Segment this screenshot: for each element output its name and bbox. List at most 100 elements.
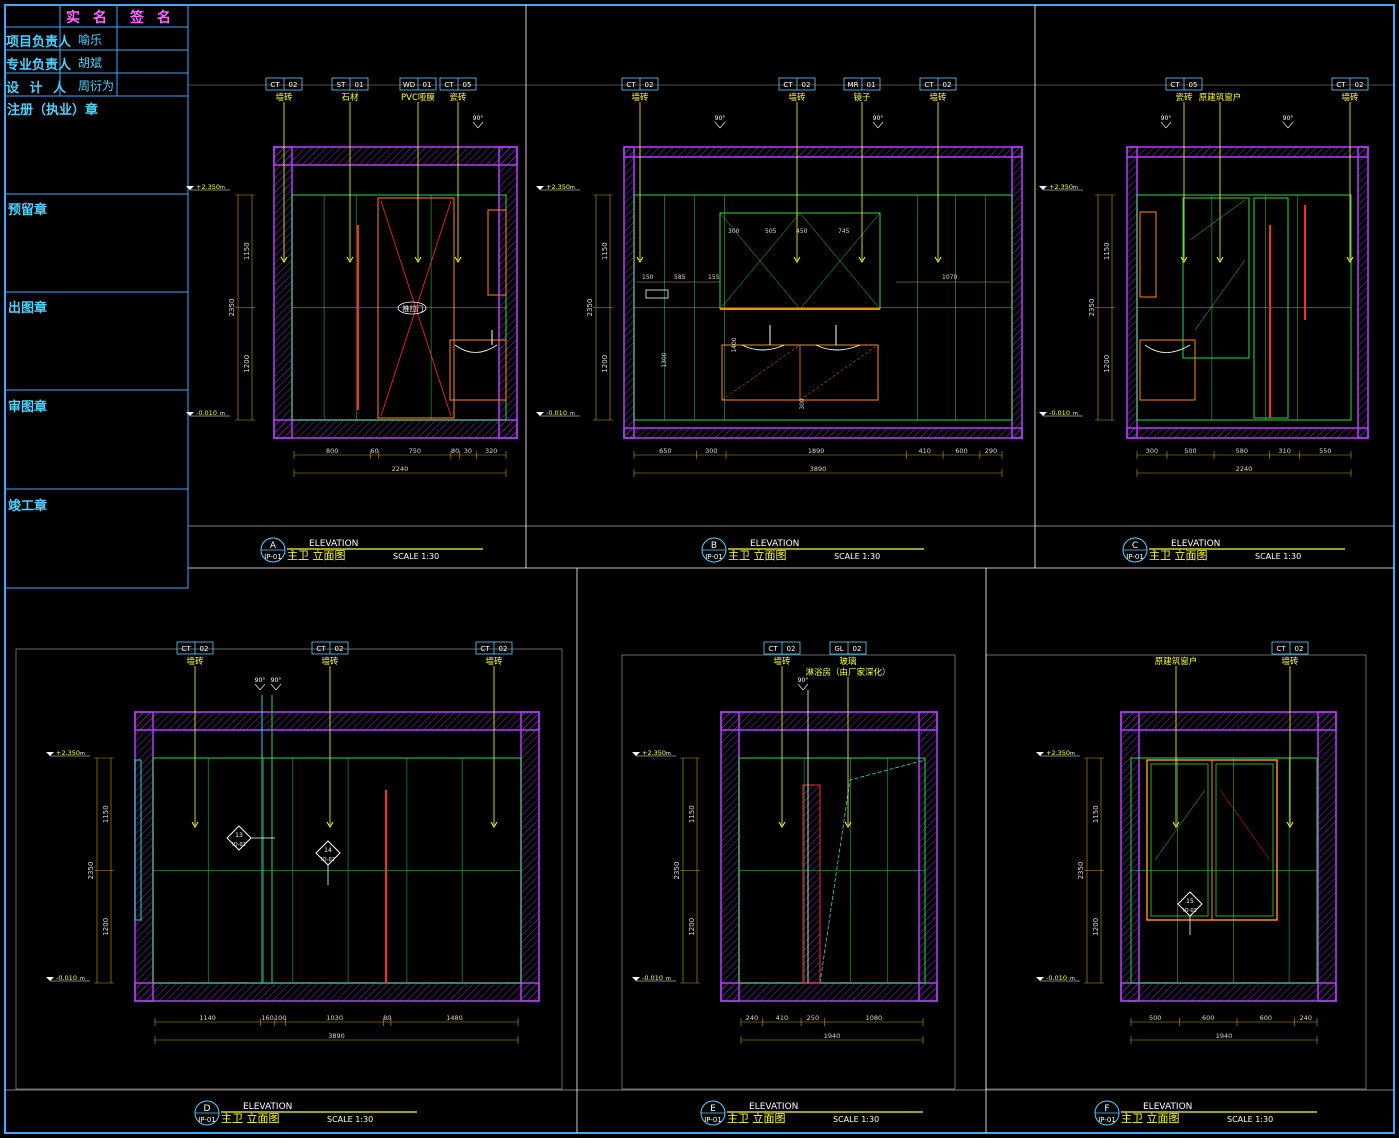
dim-text: 600 <box>1202 1014 1214 1022</box>
tag-label: 玻璃 <box>839 656 857 667</box>
level-marker <box>536 186 544 190</box>
dim-text: 410 <box>776 1014 788 1022</box>
dim-text: 1070 <box>942 274 957 281</box>
angle-mark <box>877 121 884 129</box>
dim-text: 450 <box>796 228 808 235</box>
level-unit: m <box>80 976 85 982</box>
dim-text: 585 <box>674 274 686 281</box>
tag-label: 墙砖 <box>788 92 806 103</box>
view-heading: ELEVATION <box>750 539 799 549</box>
level-value: +2.350 <box>1049 183 1073 191</box>
dim-text: 1200 <box>243 355 251 373</box>
view-subtitle: 主卫 立面图 <box>1149 548 1208 562</box>
dim-text: 1890 <box>808 447 825 455</box>
tag-code: CT <box>783 81 793 89</box>
level-value: +2.350 <box>56 749 80 757</box>
tag-code: WD <box>403 81 415 89</box>
level-unit: m <box>1070 751 1075 757</box>
dim-text: 3890 <box>810 465 827 473</box>
material-tag: 原建筑窗户 <box>1199 92 1241 263</box>
floor-slab <box>273 419 518 439</box>
tag-code: GL <box>834 645 843 653</box>
ceiling-slab <box>273 146 518 166</box>
dim-text: 2350 <box>1077 862 1085 880</box>
dim-text: 1080 <box>866 1014 883 1022</box>
tag-code: MR <box>848 81 859 89</box>
tag-code: CT <box>1276 645 1286 653</box>
glass-hatch <box>1189 199 1246 241</box>
level-value: +2.350 <box>642 749 666 757</box>
tag-code: ST <box>337 81 346 89</box>
door-label: 推拉门 <box>403 304 424 313</box>
stamp-review: 审图章 <box>8 400 48 415</box>
tag-label: 墙砖 <box>631 92 649 103</box>
dim-text: 60 <box>370 447 378 455</box>
view-heading: ELEVATION <box>749 1102 798 1112</box>
view-border <box>15 648 563 1090</box>
view-subtitle: 主卫 立面图 <box>727 1111 786 1125</box>
view-letter: E <box>710 1104 716 1114</box>
leader-arrow <box>793 256 801 263</box>
marker-ref: IO-02 <box>232 842 246 848</box>
mirror-hatch <box>719 212 801 310</box>
tag-code: CT <box>1336 81 1346 89</box>
level-value: -0.010 <box>1046 974 1067 982</box>
tag-number: 02 <box>1355 81 1364 89</box>
level-value: +2.350 <box>196 183 220 191</box>
view-subtitle: 主卫 立面图 <box>728 548 787 562</box>
level-marker <box>1036 752 1044 756</box>
angle-label: 90° <box>255 677 266 684</box>
door-frame <box>377 197 455 419</box>
dim-text: 320 <box>485 447 497 455</box>
level-unit: m <box>1070 976 1075 982</box>
marker-number: 13 <box>235 832 243 839</box>
paper-holder <box>645 289 669 299</box>
door-note-bubble <box>397 301 427 315</box>
tag-label: 墙砖 <box>1281 656 1299 667</box>
level-marker <box>186 412 194 416</box>
level-marker <box>186 186 194 190</box>
tag-code: CT <box>181 645 191 653</box>
angle-label: 90° <box>1283 115 1294 122</box>
dim-text: 2350 <box>228 299 236 317</box>
dim-text: 2240 <box>392 465 409 473</box>
dim-text: 745 <box>838 228 850 235</box>
sheet-ref: IP-01 <box>704 1116 722 1124</box>
tag-code: CT <box>444 81 454 89</box>
level-unit: m <box>80 751 85 757</box>
leader-arrow <box>636 256 644 263</box>
marker-number: 14 <box>324 847 332 854</box>
angle-label: 90° <box>715 115 726 122</box>
window-pane <box>1215 763 1274 917</box>
level-value: -0.010 <box>56 974 77 982</box>
dim-text: 600 <box>1260 1014 1272 1022</box>
dim-text: 1150 <box>688 805 696 823</box>
tag-label: 镜子 <box>853 92 871 103</box>
tag-label: 瓷砖 <box>1175 92 1193 103</box>
view-scale: SCALE 1:30 <box>833 1115 879 1124</box>
view-letter: C <box>1132 541 1138 551</box>
view-subtitle: 主卫 立面图 <box>1121 1111 1180 1125</box>
level-unit: m <box>1073 185 1078 191</box>
angle-mark <box>275 683 282 691</box>
level-value: -0.010 <box>642 974 663 982</box>
floor-slab <box>623 427 1023 439</box>
dim-text: 505 <box>765 228 777 235</box>
angle-label: 90° <box>798 677 809 684</box>
tag-code: CT <box>1170 81 1180 89</box>
dim-text: 1480 <box>446 1014 463 1022</box>
stamp-completion: 竣工章 <box>8 499 48 514</box>
tag-label: 淋浴房（由厂家深化） <box>805 667 890 678</box>
angle-mark <box>472 121 479 129</box>
level-marker <box>1036 977 1044 981</box>
